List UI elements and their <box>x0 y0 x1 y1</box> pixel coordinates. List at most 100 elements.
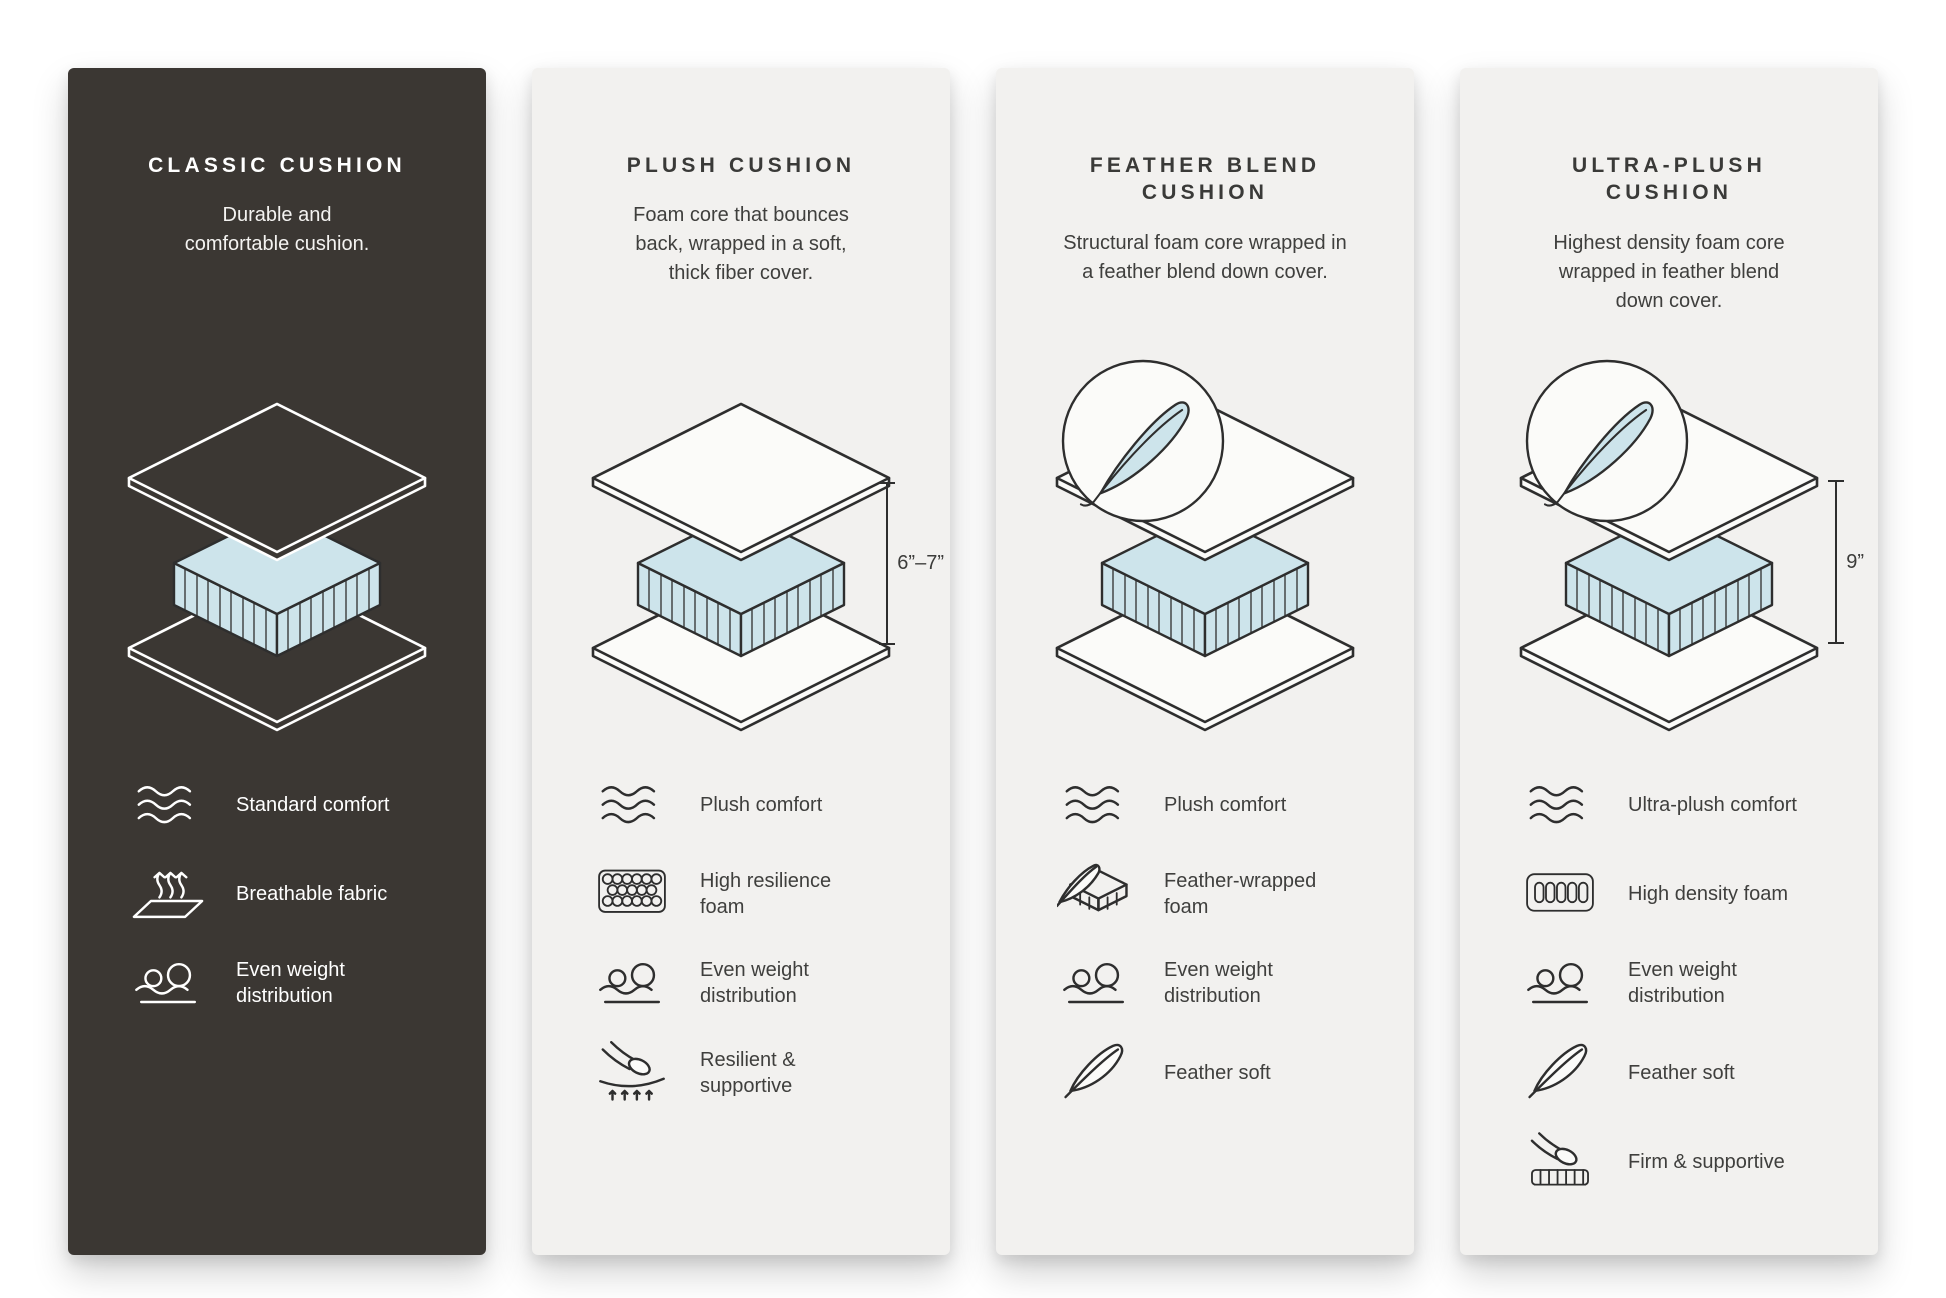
layered-cushion-icon <box>591 402 891 732</box>
feature-label: Feather soft <box>1628 1061 1735 1084</box>
foam-core-layer <box>636 510 846 658</box>
panel-plush-cushion: PLUSH CUSHION Foam core that bounces bac… <box>532 68 950 1255</box>
resilient-supportive-icon <box>592 1041 672 1104</box>
even-weight-icon <box>1056 952 1136 1015</box>
feature-row: Feather soft <box>1056 1041 1400 1104</box>
feature-label: Standard comfort <box>236 793 390 816</box>
feature-row: Even weight distribution <box>1520 952 1864 1015</box>
feather-soft-icon <box>1520 1041 1600 1104</box>
feature-label: Plush comfort <box>700 793 823 816</box>
panel-header: PLUSH CUSHION Foam core that bounces bac… <box>556 152 926 288</box>
firm-supportive-icon <box>1520 1131 1600 1194</box>
feature-row: Feather-wrapped foam <box>1056 862 1400 925</box>
feature-label: Breathable fabric <box>236 883 388 906</box>
foam-core-layer <box>1564 510 1774 658</box>
feature-list: Plush comfort High resilience foam <box>592 773 936 1105</box>
description-line: back, wrapped in a soft, <box>635 233 847 256</box>
feature-label: Even weight distribution <box>700 959 809 1008</box>
feature-row: High resilience foam <box>592 862 936 925</box>
comfort-waves-icon <box>1520 773 1600 836</box>
description-line: Structural foam core wrapped in <box>1063 231 1347 254</box>
feature-row: Even weight distribution <box>128 952 472 1015</box>
feature-list: Ultra-plush comfort High density foam <box>1520 773 1864 1194</box>
even-weight-icon <box>128 952 208 1015</box>
feature-label: Feather-wrapped foam <box>1164 870 1317 919</box>
top-cover-layer <box>591 402 891 562</box>
cushion-diagram <box>575 356 911 776</box>
title-line: FEATHER BLEND <box>1089 154 1321 177</box>
feather-soft-icon <box>1056 1041 1136 1104</box>
cushion-diagram <box>1503 356 1839 776</box>
feature-label: Even weight distribution <box>1628 959 1737 1008</box>
description-line: Foam core that bounces <box>633 204 849 227</box>
panel-header: FEATHER BLEND CUSHION Structural foam co… <box>1020 152 1390 287</box>
comfort-waves-icon <box>592 773 672 836</box>
high-density-foam-icon <box>1520 862 1600 925</box>
panel-description: Highest density foam core wrapped in fea… <box>1544 229 1794 316</box>
feature-row: High density foam <box>1520 862 1864 925</box>
foam-core-layer <box>1100 510 1310 658</box>
cushion-diagram <box>1039 356 1375 776</box>
feature-label: Firm & supportive <box>1628 1151 1785 1174</box>
feature-list: Plush comfort Feather-wrapped foam <box>1056 773 1400 1105</box>
feature-label: Feather soft <box>1164 1061 1271 1084</box>
feature-list: Standard comfort Breathable fabric <box>128 773 472 1015</box>
feature-row: Resilient & supportive <box>592 1041 936 1104</box>
measurement-label: 6”–7” <box>897 552 944 574</box>
layered-cushion-icon <box>1519 359 1819 732</box>
feature-label: Plush comfort <box>1164 793 1287 816</box>
description-line: comfortable cushion. <box>184 233 370 256</box>
panel-ultra-plush-cushion: ULTRA-PLUSH CUSHION Highest density foam… <box>1460 68 1878 1255</box>
title-line: PLUSH CUSHION <box>626 154 856 177</box>
description-line: Durable and <box>222 204 332 227</box>
layered-cushion-icon <box>127 402 427 732</box>
feature-row: Even weight distribution <box>1056 952 1400 1015</box>
cushion-diagram <box>111 356 447 776</box>
feature-row: Plush comfort <box>1056 773 1400 836</box>
panel-description: Durable and comfortable cushion. <box>167 201 387 259</box>
page-title: CLASSIC CUSHION <box>92 152 462 179</box>
even-weight-icon <box>1520 952 1600 1015</box>
feature-label: Even weight distribution <box>236 959 345 1008</box>
feather-badge-icon <box>1061 359 1225 523</box>
feature-row: Firm & supportive <box>1520 1131 1864 1194</box>
panel-description: Foam core that bounces back, wrapped in … <box>621 201 861 288</box>
description-line: a feather blend down cover. <box>1082 260 1328 283</box>
feature-row: Even weight distribution <box>592 952 936 1015</box>
panel-description: Structural foam core wrapped in a feathe… <box>1050 229 1360 287</box>
height-measurement: 9” <box>1828 480 1864 644</box>
panel-header: CLASSIC CUSHION Durable and comfortable … <box>92 152 462 259</box>
feature-row: Feather soft <box>1520 1041 1864 1104</box>
top-cover-layer <box>127 402 427 562</box>
panel-classic-cushion: CLASSIC CUSHION Durable and comfortable … <box>68 68 486 1255</box>
measurement-bracket <box>879 482 896 645</box>
height-measurement: 6”–7” <box>879 482 944 645</box>
feature-row: Breathable fabric <box>128 862 472 925</box>
description-line: down cover. <box>1615 289 1723 312</box>
title-line: ULTRA-PLUSH <box>1572 154 1766 177</box>
description-line: Highest density foam core <box>1553 231 1785 254</box>
page-title: PLUSH CUSHION <box>556 152 926 179</box>
feather-badge-icon <box>1525 359 1689 523</box>
layered-cushion-icon <box>1055 359 1355 732</box>
page-title: ULTRA-PLUSH CUSHION <box>1484 152 1854 207</box>
feather-wrapped-foam-icon <box>1056 862 1136 925</box>
feature-row: Plush comfort <box>592 773 936 836</box>
feature-label: High resilience foam <box>700 870 832 919</box>
feature-row: Standard comfort <box>128 773 472 836</box>
high-resilience-foam-icon <box>592 862 672 925</box>
feature-row: Ultra-plush comfort <box>1520 773 1864 836</box>
title-line: CLASSIC CUSHION <box>148 154 406 177</box>
feature-label: Even weight distribution <box>1164 959 1273 1008</box>
title-line: CUSHION <box>1605 181 1733 205</box>
description-line: wrapped in feather blend <box>1558 260 1780 283</box>
breathable-fabric-icon <box>128 862 208 925</box>
panel-feather-blend-cushion: FEATHER BLEND CUSHION Structural foam co… <box>996 68 1414 1255</box>
foam-core-layer <box>172 510 382 658</box>
even-weight-icon <box>592 952 672 1015</box>
feature-label: High density foam <box>1628 883 1789 906</box>
title-line: CUSHION <box>1141 181 1269 205</box>
description-line: thick fiber cover. <box>668 262 814 285</box>
panel-header: ULTRA-PLUSH CUSHION Highest density foam… <box>1484 152 1854 316</box>
